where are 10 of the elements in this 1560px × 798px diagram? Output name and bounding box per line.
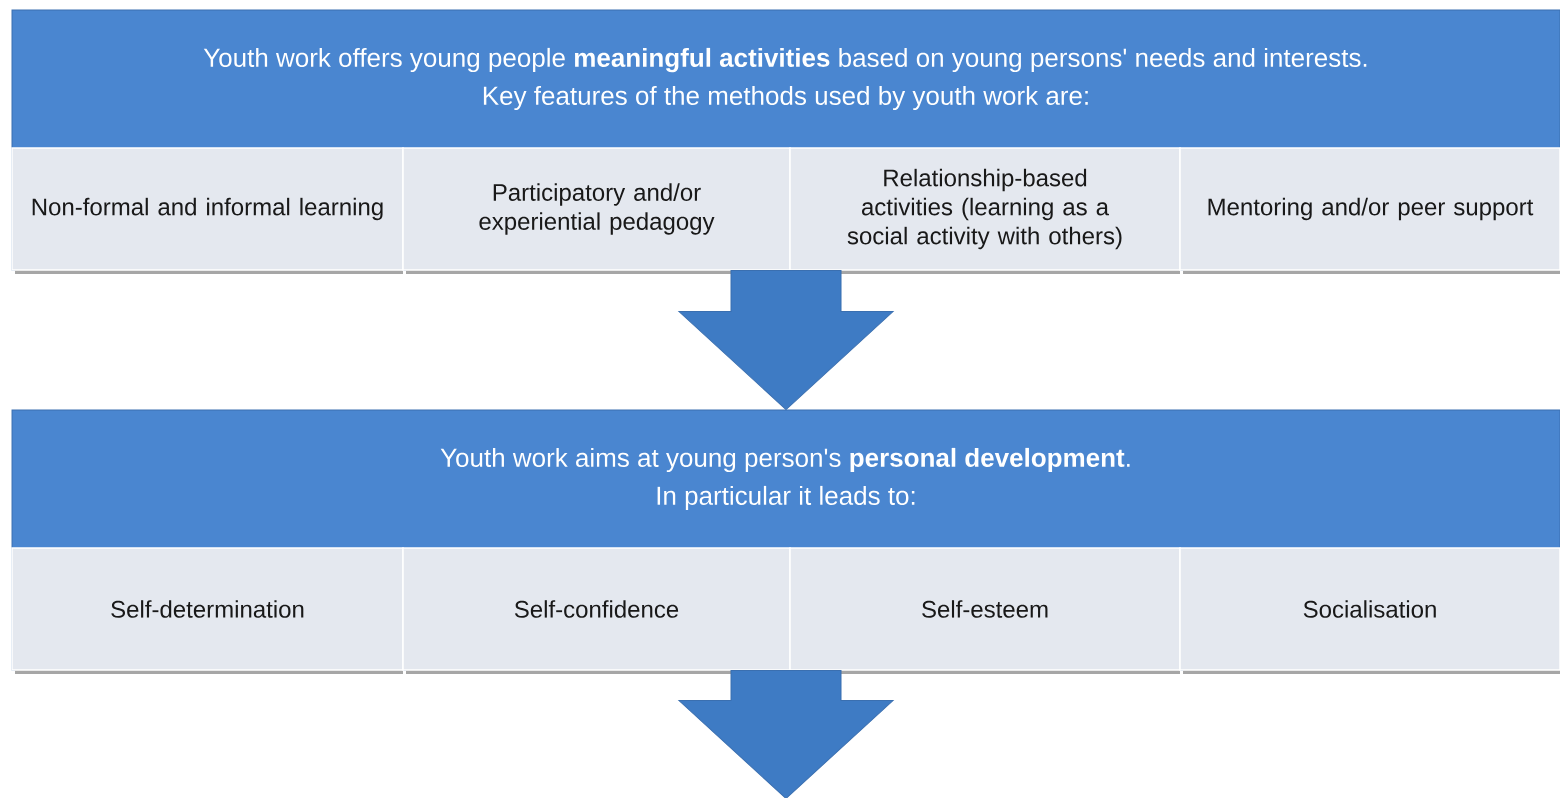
feature-box: Self-determination (11, 547, 404, 674)
feature-box: Self-confidence (402, 547, 791, 674)
feature-box: Mentoring and/or peer support (1179, 147, 1560, 274)
feature-box: Self-esteem (789, 547, 1181, 674)
feature-box: Participatory and/or experiential pedagogy (402, 147, 791, 274)
block-arrow (678, 270, 894, 410)
feature-box: Socialisation (1179, 547, 1560, 674)
block-arrow (678, 670, 894, 798)
feature-box: Relationship-based activities (learning as a social activity with others) (789, 147, 1181, 274)
feature-box: Non-formal and informal learning (11, 147, 404, 274)
